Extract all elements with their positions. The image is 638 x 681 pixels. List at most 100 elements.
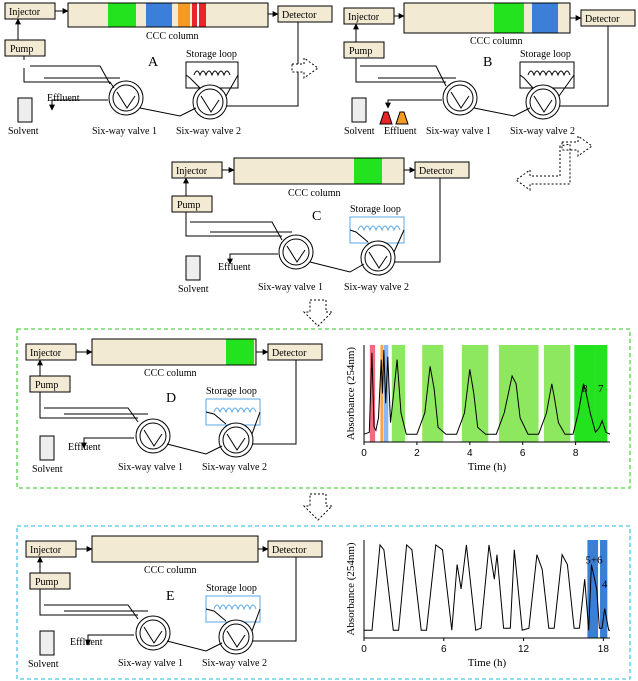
injector-label: Injector: [176, 166, 208, 177]
band-0: [369, 345, 376, 442]
panel-letter-a: A: [148, 55, 159, 70]
detector-label: Detector: [272, 545, 307, 556]
effluent-label: Effluent: [70, 637, 103, 648]
valve2-label: Six-way valve 2: [202, 462, 267, 473]
panel-e: Injector CCC column Detector Pump E Stor…: [25, 535, 323, 670]
detector-label: Detector: [282, 10, 317, 21]
storage-loop-label: Storage loop: [206, 386, 257, 397]
valve2-label: Six-way valve 2: [510, 126, 575, 137]
x-axis-title: Time (h): [468, 657, 507, 669]
band-0: [587, 540, 599, 638]
solvent-label: Solvent: [8, 126, 39, 137]
valve1-label: Six-way valve 1: [118, 462, 183, 473]
panel-a: Injector CCC column Detector Pump A Stor…: [4, 2, 333, 137]
valve2-label: Six-way valve 2: [176, 126, 241, 137]
x-tick-label: 2: [414, 448, 420, 459]
panel-d: Injector CCC column Detector Pump D Stor…: [25, 338, 323, 475]
peak-label: 4: [602, 578, 608, 590]
column-label: CCC column: [144, 368, 197, 379]
six-way-valve-1: [135, 615, 171, 651]
pump-box: [171, 195, 213, 213]
ccc-column: [91, 535, 259, 563]
effluent-label: Effluent: [384, 126, 417, 137]
injector-label: Injector: [9, 7, 41, 18]
band-green: [108, 3, 136, 27]
solvent-bottle: [39, 435, 55, 461]
valve1-label: Six-way valve 1: [258, 282, 323, 293]
red-fraction-flask: [379, 111, 393, 125]
solvent-label: Solvent: [32, 464, 63, 475]
y-axis-title: Absorbance (254nm): [345, 347, 357, 441]
x-axis-title: Time (h): [468, 461, 507, 473]
valve2-label: Six-way valve 2: [344, 282, 409, 293]
band-orange: [178, 3, 190, 27]
storage-loop-label: Storage loop: [186, 49, 237, 60]
panel-c: Injector CCC column Detector Pump C Stor…: [171, 157, 470, 295]
pump-box: [29, 375, 71, 393]
band-6: [498, 345, 539, 442]
solvent-bottle: [17, 97, 33, 123]
band-1: [600, 540, 608, 638]
pump-label: Pump: [177, 200, 200, 211]
valve1-label: Six-way valve 1: [118, 658, 183, 669]
panel-letter-b: B: [483, 55, 492, 70]
series-line-0: [364, 543, 610, 631]
injector-label: Injector: [348, 12, 380, 23]
arrow-d-to-e: [302, 493, 334, 521]
band-green: [226, 339, 254, 365]
column-label: CCC column: [146, 31, 199, 42]
solvent-label: Solvent: [344, 126, 375, 137]
six-way-valve-2: [360, 240, 396, 276]
arrow-b-to-c: [515, 135, 593, 191]
panel-letter-d: D: [166, 391, 176, 406]
pump-box: [343, 41, 385, 59]
panel-e-frame: [16, 525, 631, 680]
storage-loop-label: Storage loop: [520, 49, 571, 60]
panel-letter-c: C: [312, 209, 321, 224]
panel-b: Injector CCC column Detector Pump B Stor…: [343, 2, 636, 137]
valve1-label: Six-way valve 1: [92, 126, 157, 137]
effluent-label: Effluent: [68, 442, 101, 453]
pump-box: [4, 39, 46, 57]
pump-box: [29, 572, 71, 590]
solvent-bottle: [351, 97, 367, 123]
x-tick-label: 4: [467, 448, 473, 459]
six-way-valve-1: [108, 80, 144, 116]
series-line-0: [363, 349, 611, 435]
valve2-label: Six-way valve 2: [202, 658, 267, 669]
peak-label: 8: [582, 383, 588, 395]
six-way-valve-1: [442, 80, 478, 116]
column-label: CCC column: [288, 188, 341, 199]
solvent-bottle: [39, 630, 55, 656]
band-7: [543, 345, 571, 442]
band-green: [494, 3, 524, 33]
band-4: [422, 345, 444, 442]
six-way-valve-1: [278, 234, 314, 270]
x-tick-label: 18: [598, 644, 610, 655]
column-label: CCC column: [470, 36, 523, 47]
six-way-valve-2: [218, 422, 254, 458]
six-way-valve-2: [192, 84, 228, 120]
effluent-label: Effluent: [218, 262, 251, 273]
six-way-valve-2: [525, 84, 561, 120]
x-tick-label: 0: [361, 448, 367, 459]
band-5: [461, 345, 489, 442]
peak-label: 7: [598, 383, 604, 395]
pump-label: Pump: [35, 380, 58, 391]
panel-letter-e: E: [166, 589, 175, 604]
valve1-label: Six-way valve 1: [426, 126, 491, 137]
x-tick-label: 6: [520, 448, 526, 459]
detector-label: Detector: [585, 14, 620, 25]
arrow-a-to-b: [291, 57, 319, 79]
x-tick-label: 0: [361, 644, 367, 655]
band-8: [574, 345, 596, 442]
band-blue: [146, 3, 172, 27]
pump-label: Pump: [10, 44, 33, 55]
injector-label: Injector: [30, 545, 62, 556]
detector-label: Detector: [419, 166, 454, 177]
x-tick-label: 12: [518, 644, 530, 655]
detector-label: Detector: [272, 348, 307, 359]
storage-loop-label: Storage loop: [206, 583, 257, 594]
x-tick-label: 6: [441, 644, 447, 655]
